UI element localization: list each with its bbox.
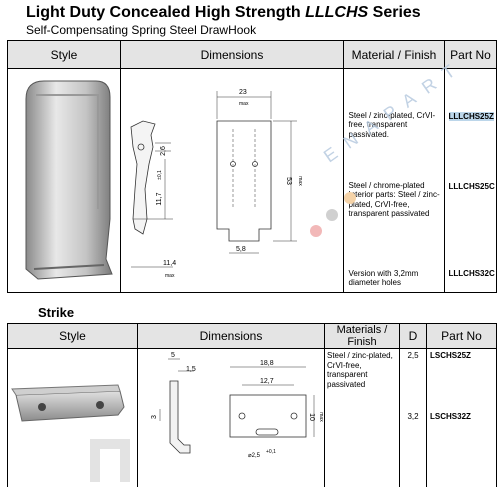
part-cell: LLLCHS25Z LLLCHS25C LLLCHS32C xyxy=(445,69,497,293)
height-label: 53 xyxy=(285,177,292,185)
strike-col-material: Materials / Finish xyxy=(325,324,400,349)
drawhook-drawing: 2,6 11,7 ±0,1 11,4 max 23 max xyxy=(121,69,344,287)
col-style: Style xyxy=(8,41,121,69)
strike-hole-tol: +0,1 xyxy=(266,449,276,455)
material-row-2: Steel / chrome-plated Interior parts: St… xyxy=(349,181,441,219)
strike-table: Style Dimensions Materials / Finish D Pa… xyxy=(7,323,497,487)
col-dimensions: Dimensions xyxy=(121,41,344,69)
strike-width-label: 18,8 xyxy=(260,360,274,367)
width-max: max xyxy=(239,101,249,107)
strike-hole-left xyxy=(38,403,46,411)
strike-top-label: 5 xyxy=(171,352,175,359)
dot-orange xyxy=(344,192,356,204)
strike-front-hole-left xyxy=(239,413,245,419)
drawhook-photo xyxy=(8,69,121,287)
hole-label: 2,6 xyxy=(160,146,167,156)
material-row-3: Version with 3,2mm diameter holes xyxy=(349,269,441,288)
strike-hole-right xyxy=(96,401,104,409)
strike-photo xyxy=(8,349,138,482)
strike-d-2: 3,2 xyxy=(400,412,426,421)
base-max: max xyxy=(165,273,175,279)
strike-photo-cell xyxy=(8,349,138,487)
strike-dimensions-cell: 5 1,5 3 18,8 12,7 10 max ⌀2,5 +0,1 xyxy=(138,349,325,487)
drawhook-dimensions-cell: 2,6 11,7 ±0,1 11,4 max 23 max xyxy=(121,69,344,293)
strike-height-max: max xyxy=(318,412,324,422)
strike-part-cell: LSCHS25Z LSCHS32Z xyxy=(427,349,497,487)
strike-inner-label: 1,5 xyxy=(186,366,196,373)
page-subtitle: Self-Compensating Spring Steel DrawHook xyxy=(26,23,256,37)
strike-part-1: LSCHS25Z xyxy=(430,351,496,360)
col-material: Material / Finish xyxy=(344,41,445,69)
dot-pink xyxy=(310,225,322,237)
depth-tol: ±0,1 xyxy=(157,170,163,180)
base-label: 11,4 xyxy=(163,260,176,267)
drawhook-photo-cell xyxy=(8,69,121,293)
strike-drawing: 5 1,5 3 18,8 12,7 10 max ⌀2,5 +0,1 xyxy=(138,349,325,482)
strike-col-dimensions: Dimensions xyxy=(138,324,325,349)
strike-material-cell: Steel / zinc-plated, CrVI-free, transpar… xyxy=(325,349,400,487)
strike-hole-label: ⌀2,5 xyxy=(248,453,261,459)
strike-d-1: 2,5 xyxy=(400,351,426,360)
strike-col-part-no: Part No xyxy=(427,324,497,349)
strike-inner-w-label: 12,7 xyxy=(260,378,274,385)
strike-d-cell: 2,5 3,2 xyxy=(400,349,427,487)
part-row-2: LLLCHS25C xyxy=(449,182,495,191)
dot-grey xyxy=(326,209,338,221)
strike-col-d: D xyxy=(400,324,427,349)
page-title: Light Duty Concealed High Strength LLLCH… xyxy=(26,4,421,22)
strike-front-hole-right xyxy=(291,413,297,419)
height-max: max xyxy=(297,176,303,186)
slot-label: 5,8 xyxy=(236,246,246,253)
strike-material: Steel / zinc-plated, CrVI-free, transpar… xyxy=(327,351,397,389)
width-label: 23 xyxy=(239,89,247,96)
depth-label: 11,7 xyxy=(156,192,163,205)
strike-left-label: 3 xyxy=(151,415,158,419)
strike-title: Strike xyxy=(38,305,74,320)
part-row-3: LLLCHS32C xyxy=(449,269,495,278)
part-row-1: LLLCHS25Z xyxy=(449,112,494,121)
strike-col-style: Style xyxy=(8,324,138,349)
strike-height-label: 10 xyxy=(308,413,315,421)
strike-part-2: LSCHS32Z xyxy=(430,412,496,421)
